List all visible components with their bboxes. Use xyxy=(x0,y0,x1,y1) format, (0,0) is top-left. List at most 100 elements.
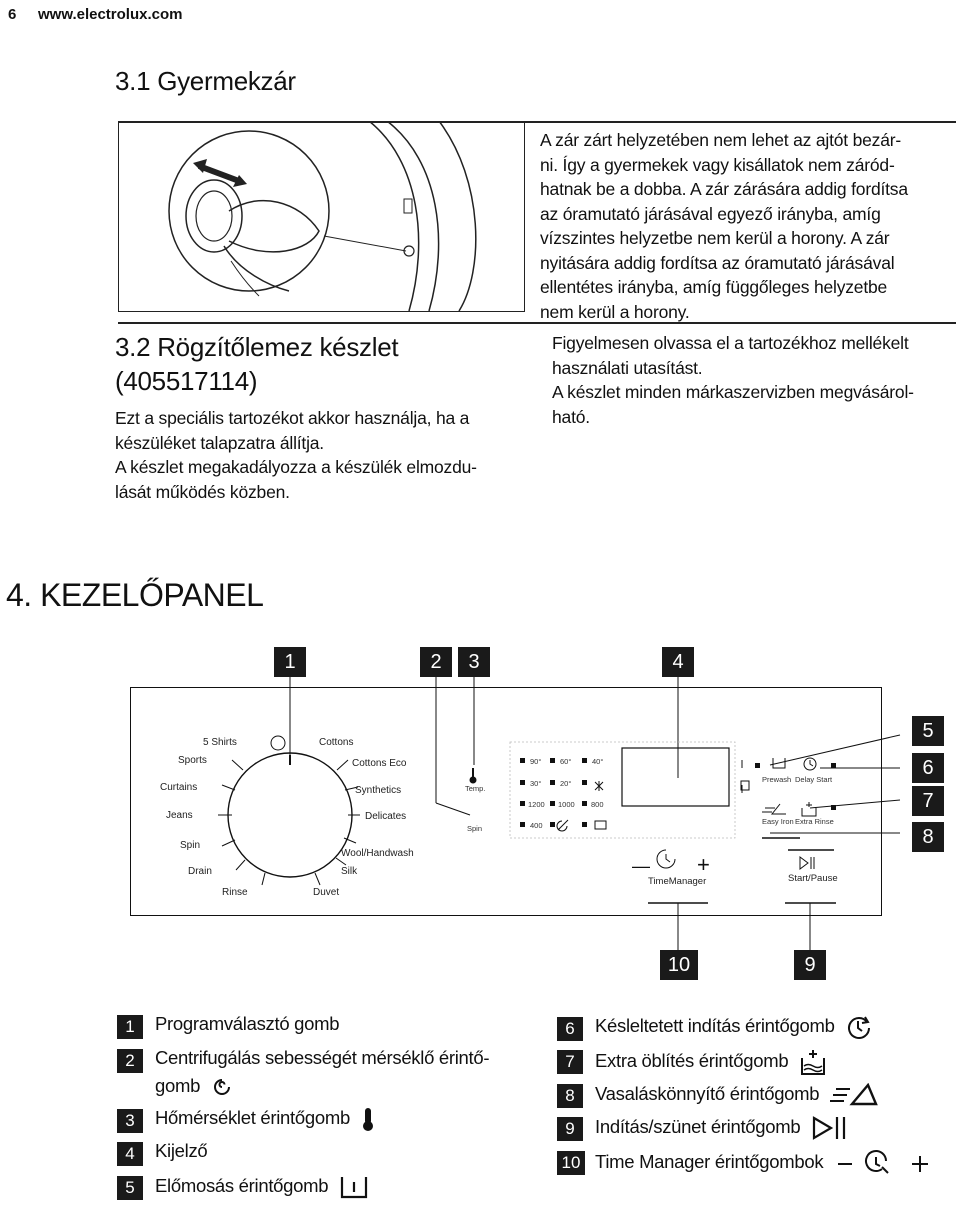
section-32-title: Rögzítőlemez készlet xyxy=(157,332,399,362)
legend-num-4: 4 xyxy=(117,1142,143,1166)
section-31-title: Gyermekzár xyxy=(157,66,296,96)
program-drain: Drain xyxy=(188,866,212,877)
spin-icon xyxy=(213,1079,230,1096)
time-manager-label: TimeManager xyxy=(648,876,707,887)
prewash-label: Prewash xyxy=(762,775,792,784)
led-label: 400 xyxy=(530,821,543,830)
program-silk: Silk xyxy=(341,866,358,877)
legend-label-3: Hőmérséklet érintőgomb xyxy=(155,1107,350,1128)
body-line: A készlet megakadályozza a készülék elmo… xyxy=(115,457,477,477)
body-line: Ezt a speciális tartozékot akkor használ… xyxy=(115,408,470,428)
legend-num-5: 5 xyxy=(117,1176,143,1200)
legend-num-6: 6 xyxy=(557,1017,583,1041)
callout-3: 3 xyxy=(458,647,490,677)
callout-9: 9 xyxy=(794,950,826,980)
legend-text-3: Hőmérséklet érintőgomb xyxy=(155,1106,375,1132)
legend-label-7: Extra öblítés érintőgomb xyxy=(595,1049,789,1071)
legend-text-1: Programválasztó gomb xyxy=(155,1013,340,1034)
legend-text-2b: gomb xyxy=(155,1074,233,1098)
body-line: vízszintes helyzetbe nem kerül a horony.… xyxy=(540,228,890,248)
section-32-number: 3.2 xyxy=(115,332,151,362)
delay-start-label: Delay Start xyxy=(795,775,833,784)
program-shirts: 5 Shirts xyxy=(203,737,237,748)
callout-1: 1 xyxy=(274,647,306,677)
section-32-right-body: Figyelmesen olvassa el a tartozékhoz mel… xyxy=(552,331,957,429)
legend-num-3: 3 xyxy=(117,1109,143,1133)
legend-num-8: 8 xyxy=(557,1084,583,1108)
start-pause-label: Start/Pause xyxy=(788,873,838,884)
callout-4: 4 xyxy=(662,647,694,677)
legend-text-9: Indítás/szünet érintőgomb xyxy=(595,1115,849,1141)
program-spin: Spin xyxy=(180,840,201,851)
led-label: 30° xyxy=(530,779,542,788)
legend-text-10: Time Manager érintőgombok xyxy=(595,1149,934,1177)
time-manager-minus[interactable]: — xyxy=(632,856,650,876)
program-jeans: Jeans xyxy=(166,810,193,821)
legend-label-6: Késleltetett indítás érintőgomb xyxy=(595,1015,835,1036)
start-pause-icon xyxy=(813,1116,846,1141)
spin-label: Spin xyxy=(467,824,483,833)
body-line: ható. xyxy=(552,406,590,427)
temp-label: Temp. xyxy=(465,784,486,793)
program-wool: Wool/Handwash xyxy=(341,848,414,859)
led-label: 800 xyxy=(591,800,604,809)
legend-label-10: Time Manager érintőgombok xyxy=(595,1150,824,1172)
body-line: A zár zárt helyzetében nem lehet az ajtó… xyxy=(540,130,902,150)
legend-num-1: 1 xyxy=(117,1015,143,1039)
easy-iron-label: Easy Iron xyxy=(762,817,794,826)
section-32-heading: 3.2 Rögzítőlemez készlet (405517114) xyxy=(115,330,399,398)
legend-num-10: 10 xyxy=(557,1151,585,1175)
led-label: 1000 xyxy=(558,800,575,809)
callout-8: 8 xyxy=(912,822,944,852)
callout-7: 7 xyxy=(912,786,944,816)
body-line: készüléket talapzatra állítja. xyxy=(115,432,324,453)
legend-text-8: Vasaláskönnyítő érintőgomb xyxy=(595,1082,880,1107)
led-label: 1200 xyxy=(528,800,545,809)
legend-label-5: Előmosás érintőgomb xyxy=(155,1175,329,1196)
body-line: használati utasítást. xyxy=(552,357,703,378)
program-curtains: Curtains xyxy=(160,782,198,793)
program-rinse: Rinse xyxy=(222,887,248,898)
program-delicates: Delicates xyxy=(365,811,407,822)
thermometer-icon xyxy=(362,1108,373,1132)
legend-text-5: Előmosás érintőgomb xyxy=(155,1174,369,1199)
legend-num-2: 2 xyxy=(117,1049,143,1073)
body-line: hatnak be a dobba. A zár zárására addig … xyxy=(540,179,908,199)
section-31-heading: 3.1 Gyermekzár xyxy=(115,66,296,97)
legend-label-8: Vasaláskönnyítő érintőgomb xyxy=(595,1083,820,1104)
body-line: Figyelmesen olvassa el a tartozékhoz mel… xyxy=(552,333,909,353)
body-line: ni. Így a gyermekek vagy kisállatok nem … xyxy=(540,154,895,175)
legend-text-6: Késleltetett indítás érintőgomb xyxy=(595,1014,873,1040)
program-cottons-eco: Cottons Eco xyxy=(352,758,407,769)
section-32-title-line2: (405517114) xyxy=(115,366,258,396)
led-label: 60° xyxy=(560,757,572,766)
legend-label-9: Indítás/szünet érintőgomb xyxy=(595,1116,801,1137)
easy-iron-icon xyxy=(830,1083,878,1106)
body-line: lását működés közben. xyxy=(115,481,290,502)
child-lock-illustration xyxy=(168,120,477,312)
program-duvet: Duvet xyxy=(313,887,340,898)
callout-10: 10 xyxy=(660,950,698,980)
legend-text-2-cont: gomb xyxy=(155,1075,201,1096)
body-line: nyitására addig fordítsa az óramutató já… xyxy=(540,252,895,273)
legend-text-7: Extra öblítés érintőgomb xyxy=(595,1048,827,1076)
section-31-body: A zár zárt helyzetében nem lehet az ajtó… xyxy=(540,128,955,324)
program-sports: Sports xyxy=(178,755,207,766)
callout-6: 6 xyxy=(912,753,944,783)
body-line: A készlet minden márkaszervizben megvásá… xyxy=(552,382,914,402)
legend-text-4: Kijelző xyxy=(155,1140,208,1161)
extra-rinse-icon xyxy=(801,1050,826,1075)
body-line: nem kerül a horony. xyxy=(540,301,690,322)
panel-lines xyxy=(218,677,901,952)
section-4-heading: 4. KEZELŐPANEL xyxy=(6,577,264,613)
program-synthetics: Synthetics xyxy=(355,785,402,796)
extra-rinse-label: Extra Rinse xyxy=(795,817,834,826)
time-manager-plus[interactable]: + xyxy=(697,852,710,877)
delay-start-icon xyxy=(848,1016,871,1040)
led-label: 90° xyxy=(530,757,542,766)
legend-text-2: Centrifugálás sebességét mérséklő érintő… xyxy=(155,1047,490,1068)
child-lock-figure xyxy=(118,120,525,312)
body-line: ellentétes irányba, amíg függőleges hely… xyxy=(540,277,888,297)
page-number: 6 xyxy=(8,6,17,23)
legend-num-9: 9 xyxy=(557,1117,583,1141)
